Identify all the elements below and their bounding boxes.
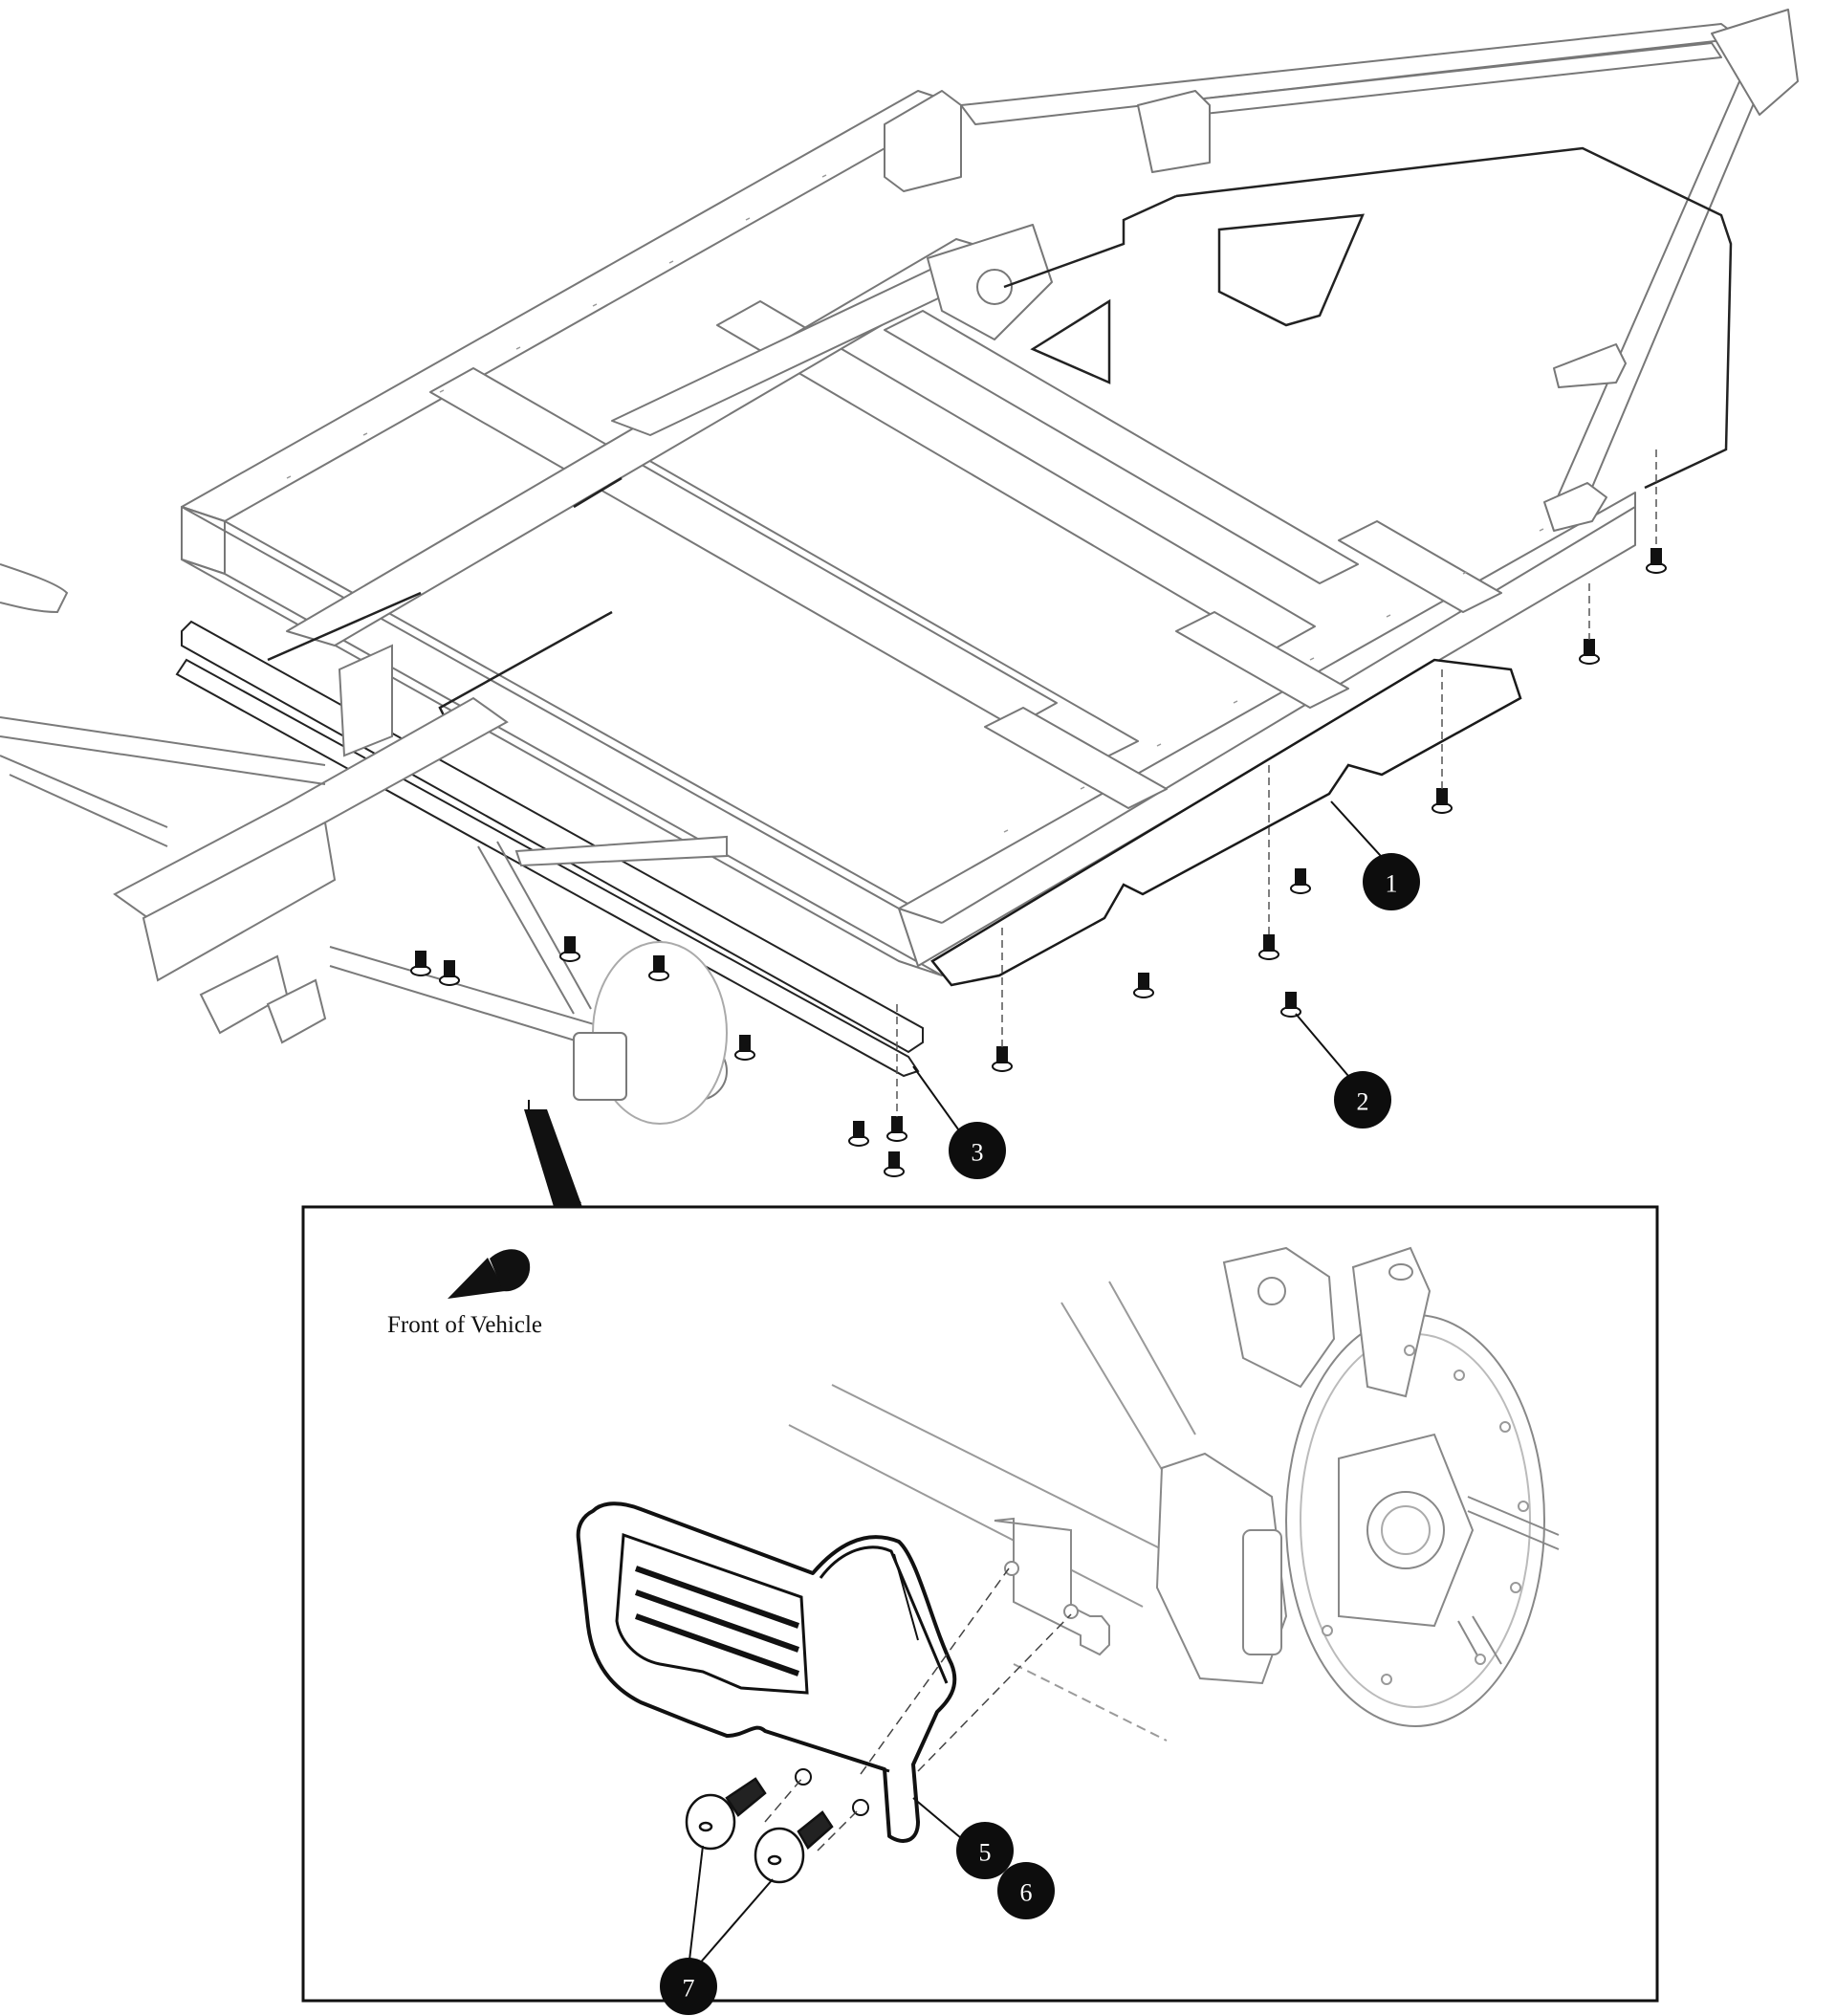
callout-1-label: 1 xyxy=(1386,870,1398,898)
inset-dash-leaders xyxy=(764,1567,1072,1852)
callout-5: 5 xyxy=(956,1822,1014,1879)
callout-6-label: 6 xyxy=(1020,1879,1033,1907)
callout-2: 2 xyxy=(1334,1071,1391,1129)
callout-5-label: 5 xyxy=(979,1839,992,1867)
inset-cover-part-5-6 xyxy=(576,1501,957,1843)
panel-part-1 xyxy=(930,658,1522,987)
detail-pointer xyxy=(524,1100,583,1210)
chassis-frame xyxy=(181,9,1799,976)
inset-callout-leaders xyxy=(688,1797,962,1969)
callout-3-label: 3 xyxy=(972,1139,984,1167)
bolt-set xyxy=(410,449,1667,1177)
inset-bolts-part-7 xyxy=(685,1777,834,1884)
inset-hub-and-caliper xyxy=(1155,1246,1560,1727)
inset-bracket xyxy=(994,1517,1110,1656)
callout-6: 6 xyxy=(997,1862,1055,1919)
callout-7: 7 xyxy=(660,1958,717,2015)
front-of-vehicle-label: Front of Vehicle xyxy=(387,1312,542,1338)
callout-1: 1 xyxy=(1363,853,1420,910)
callout-7-label: 7 xyxy=(683,1975,695,2003)
suspension-assembly xyxy=(0,563,728,1125)
callout-2-label: 2 xyxy=(1357,1088,1369,1116)
callout-3: 3 xyxy=(949,1122,1006,1179)
callout-leaders xyxy=(912,800,1390,1134)
inset-axle-lines xyxy=(788,1281,1196,1742)
front-direction-arrow-icon xyxy=(448,1249,531,1299)
floor-panel xyxy=(267,146,1733,728)
